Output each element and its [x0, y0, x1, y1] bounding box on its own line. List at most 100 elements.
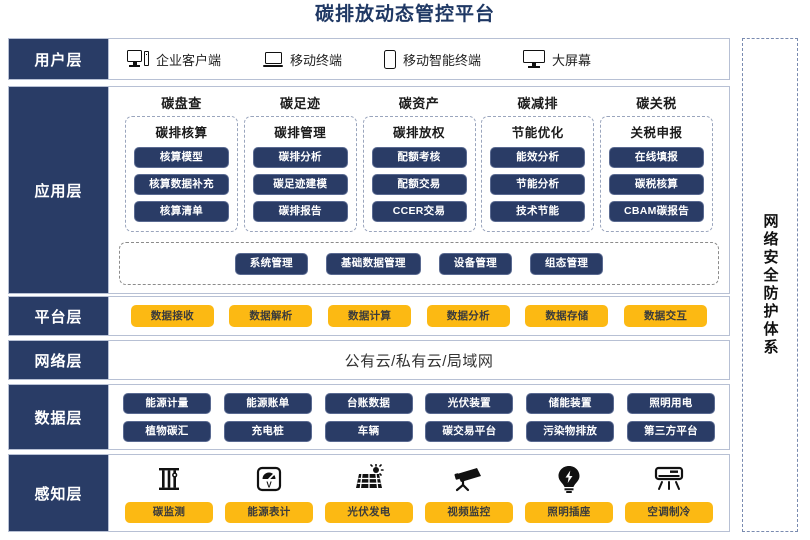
layer-network: 网络层 公有云/私有云/局域网	[8, 340, 730, 380]
sense-pill[interactable]: 碳监测	[125, 501, 213, 523]
data-pill[interactable]: 车辆	[324, 420, 413, 442]
sense-pill[interactable]: 能源表计	[225, 501, 313, 523]
light-bulb-icon	[549, 462, 589, 496]
user-item-mobile-terminal[interactable]: 移动终端	[263, 50, 342, 69]
layer-application-body: 碳盘查 碳排核算 核算模型 核算数据补充 核算清单 碳足迹 碳排管理 碳排分析 …	[109, 87, 729, 293]
app-pill[interactable]: 碳足迹建模	[252, 174, 348, 195]
energy-meter-icon: V	[249, 462, 289, 496]
layer-network-label: 网络层	[9, 341, 109, 379]
app-common-pill[interactable]: 组态管理	[530, 252, 604, 275]
platform-pill[interactable]: 数据交互	[624, 305, 708, 327]
app-pill[interactable]: 配额交易	[371, 174, 467, 195]
app-box-title: 关税申报	[630, 126, 683, 140]
desktop-icon	[127, 50, 149, 68]
sense-item-pv-generation[interactable]: 光伏发电	[325, 462, 413, 523]
data-pill[interactable]: 储能装置	[526, 392, 615, 414]
user-item-large-screen[interactable]: 大屏幕	[523, 50, 591, 69]
sense-item-lighting-socket[interactable]: 照明插座	[525, 462, 613, 523]
app-pill[interactable]: 核算模型	[134, 147, 229, 168]
sense-pill[interactable]: 空调制冷	[625, 501, 713, 523]
app-box-title: 节能优化	[511, 126, 564, 140]
app-common-pill[interactable]: 基础数据管理	[325, 252, 421, 275]
sense-pill[interactable]: 照明插座	[525, 501, 613, 523]
sense-item-carbon-monitoring[interactable]: 碳监测	[125, 462, 213, 523]
gas-monitor-icon	[149, 462, 189, 496]
layer-platform: 平台层 数据接收 数据解析 数据计算 数据分析 数据存储 数据交互	[8, 296, 730, 336]
app-pill[interactable]: 能效分析	[490, 147, 586, 168]
app-column-carbon-tariff: 碳关税 关税申报 在线填报 碳税核算 CBAM碳报告	[600, 93, 713, 232]
sense-item-energy-meter[interactable]: V 能源表计	[225, 462, 313, 523]
user-item-label: 企业客户端	[156, 52, 222, 68]
data-pill[interactable]: 植物碳汇	[123, 420, 211, 442]
layer-application: 应用层 碳盘查 碳排核算 核算模型 核算数据补充 核算清单 碳足迹	[8, 86, 730, 294]
user-item-smart-mobile-terminal[interactable]: 移动智能终端	[384, 49, 482, 69]
app-column-title: 碳资产	[398, 96, 440, 111]
app-pill[interactable]: 在线填报	[609, 147, 704, 168]
app-box: 碳排放权 配额考核 配额交易 CCER交易	[362, 116, 476, 232]
phone-icon	[384, 49, 397, 69]
user-item-label: 移动智能终端	[403, 52, 482, 68]
svg-text:V: V	[266, 480, 272, 489]
app-pill[interactable]: 核算数据补充	[134, 174, 229, 195]
app-pill[interactable]: 核算清单	[134, 201, 229, 222]
app-pill[interactable]: 碳排分析	[252, 147, 348, 168]
data-pill[interactable]: 碳交易平台	[425, 420, 514, 442]
layer-user-label: 用户层	[9, 39, 109, 79]
user-item-label: 移动终端	[290, 52, 343, 68]
app-box: 节能优化 能效分析 节能分析 技术节能	[481, 116, 595, 232]
layer-platform-body: 数据接收 数据解析 数据计算 数据分析 数据存储 数据交互	[109, 297, 729, 335]
app-box-title: 碳排放权	[392, 126, 445, 140]
cctv-camera-icon	[449, 462, 489, 496]
app-pill[interactable]: 技术节能	[490, 201, 586, 222]
screen-icon	[523, 50, 546, 68]
app-common-pill[interactable]: 系统管理	[234, 252, 308, 275]
app-pill[interactable]: 碳排报告	[252, 201, 348, 222]
data-pill[interactable]: 污染物排放	[526, 420, 615, 442]
platform-pill[interactable]: 数据分析	[426, 305, 510, 327]
app-pill[interactable]: 配额考核	[371, 147, 467, 168]
platform-pill[interactable]: 数据计算	[328, 305, 412, 327]
user-item-enterprise-client[interactable]: 企业客户端	[127, 50, 221, 69]
app-column-title: 碳足迹	[279, 96, 321, 111]
network-text: 公有云/私有云/局域网	[344, 352, 494, 370]
data-pill[interactable]: 照明用电	[626, 392, 715, 414]
platform-pill[interactable]: 数据存储	[525, 305, 609, 327]
security-band: 网络安全防护体系	[742, 38, 798, 532]
app-pill[interactable]: 碳税核算	[609, 174, 704, 195]
app-column-title: 碳减排	[517, 96, 558, 111]
sense-pill[interactable]: 视频监控	[425, 501, 513, 523]
layer-data: 数据层 能源计量 能源账单 台账数据 光伏装置 储能装置 照明用电 植物碳汇 充…	[8, 384, 730, 450]
data-pill[interactable]: 光伏装置	[425, 392, 514, 414]
sense-item-hvac-cooling[interactable]: 空调制冷	[625, 462, 713, 523]
layer-application-label: 应用层	[9, 87, 109, 293]
app-column-carbon-inventory: 碳盘查 碳排核算 核算模型 核算数据补充 核算清单	[125, 93, 238, 232]
app-column-carbon-footprint: 碳足迹 碳排管理 碳排分析 碳足迹建模 碳排报告	[243, 93, 357, 232]
data-pill[interactable]: 能源计量	[123, 392, 211, 414]
platform-pill[interactable]: 数据接收	[130, 305, 214, 327]
layer-network-body: 公有云/私有云/局域网	[109, 341, 729, 379]
app-pill[interactable]: CCER交易	[371, 201, 467, 222]
data-pill[interactable]: 能源账单	[223, 392, 312, 414]
data-row: 能源计量 能源账单 台账数据 光伏装置 储能装置 照明用电	[123, 392, 715, 414]
app-common-pill[interactable]: 设备管理	[438, 252, 512, 275]
app-box-title: 碳排管理	[274, 126, 327, 140]
app-box: 碳排管理 碳排分析 碳足迹建模 碳排报告	[243, 116, 357, 232]
app-column-carbon-asset: 碳资产 碳排放权 配额考核 配额交易 CCER交易	[362, 93, 476, 232]
platform-pill[interactable]: 数据解析	[229, 305, 313, 327]
layer-platform-label: 平台层	[9, 297, 109, 335]
sense-pill[interactable]: 光伏发电	[325, 501, 413, 523]
data-row: 植物碳汇 充电桩 车辆 碳交易平台 污染物排放 第三方平台	[123, 420, 715, 442]
data-pill[interactable]: 充电桩	[223, 420, 312, 442]
solar-panel-icon	[349, 462, 389, 496]
security-band-label: 网络安全防护体系	[761, 213, 779, 357]
data-pill[interactable]: 第三方平台	[626, 420, 715, 442]
layer-data-body: 能源计量 能源账单 台账数据 光伏装置 储能装置 照明用电 植物碳汇 充电桩 车…	[109, 385, 729, 449]
app-pill[interactable]: 节能分析	[490, 174, 586, 195]
page-title: 碳排放动态管控平台	[314, 4, 495, 25]
sense-item-video-surveillance[interactable]: 视频监控	[425, 462, 513, 523]
app-common-services-box: 系统管理 基础数据管理 设备管理 组态管理	[119, 242, 719, 285]
air-conditioner-icon	[649, 462, 689, 496]
data-pill[interactable]: 台账数据	[324, 392, 413, 414]
app-pill[interactable]: CBAM碳报告	[609, 201, 704, 222]
